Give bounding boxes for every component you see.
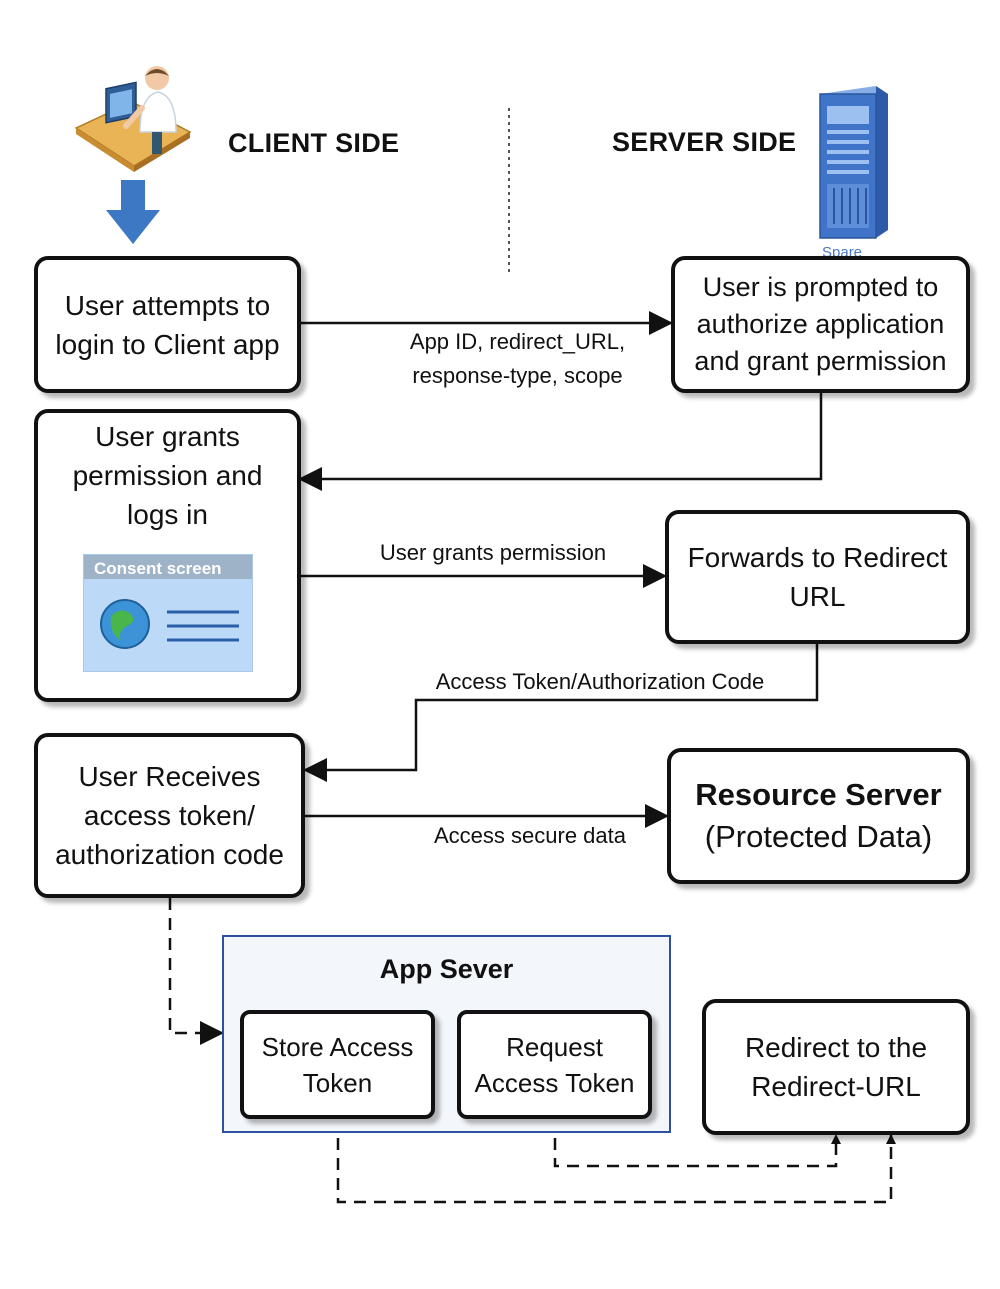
arrow-forward-to-receive: [303, 644, 819, 782]
node-resource-server: Resource Server (Protected Data): [667, 748, 970, 884]
node-prompted: User is prompted to authorize applicatio…: [671, 256, 970, 393]
edge-label-grants-to-forward: User grants permission: [379, 540, 607, 565]
node-receives-text: User Receives access token/ authorizatio…: [55, 761, 284, 870]
user-at-computer-icon: [74, 66, 192, 172]
node-store-token: Store Access Token: [240, 1010, 435, 1119]
node-login-text: User attempts to login to Client app: [55, 289, 280, 360]
arrow-request-to-redirect: [553, 1118, 841, 1168]
server-side-heading: SERVER SIDE: [612, 127, 797, 157]
node-login: User attempts to login to Client app: [34, 256, 301, 393]
edge-label-forward-to-receive: Access Token/Authorization Code: [435, 669, 765, 694]
node-grants: User grants permission and logs in Conse…: [34, 409, 301, 702]
app-server-title: App Sever: [379, 954, 514, 984]
consent-screen-caption: Consent screen: [94, 559, 222, 578]
arrow-prompt-to-grants: [298, 391, 823, 491]
consent-screen-icon: [82, 554, 253, 672]
node-redirect: Redirect to the Redirect-URL: [702, 999, 970, 1135]
node-receives: User Receives access token/ authorizatio…: [34, 733, 305, 898]
server-tower-icon: [819, 86, 888, 239]
resource-server-title: Resource Server: [695, 777, 942, 812]
node-prompted-text: User is prompted to authorize applicatio…: [694, 272, 947, 376]
node-request-token-text: Request Access Token: [474, 1031, 635, 1098]
down-arrow-icon: [106, 180, 160, 244]
node-grants-text: User grants permission and logs in: [72, 421, 263, 530]
edge-label-receive-to-resource: Access secure data: [434, 823, 626, 848]
node-store-token-text: Store Access Token: [261, 1031, 414, 1098]
node-forwards: Forwards to Redirect URL: [665, 510, 970, 644]
client-side-heading: CLIENT SIDE: [228, 128, 400, 158]
node-request-token: Request Access Token: [457, 1010, 652, 1119]
resource-server-subtitle: (Protected Data): [704, 819, 933, 854]
arrow-store-to-redirect: [336, 1118, 896, 1204]
node-forwards-text: Forwards to Redirect URL: [687, 542, 948, 612]
node-redirect-text: Redirect to the Redirect-URL: [744, 1032, 928, 1102]
edge-label-login-to-prompt: App ID, redirect_URL, response-type, sco…: [409, 329, 626, 388]
arrow-receive-to-appserver: [168, 898, 224, 1045]
